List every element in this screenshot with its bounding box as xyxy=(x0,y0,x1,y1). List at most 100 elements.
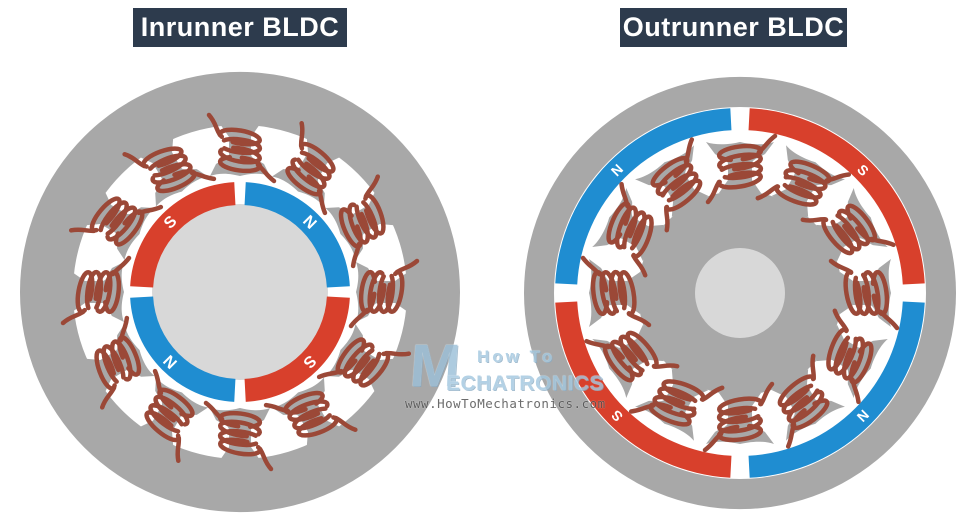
rotor-core xyxy=(152,204,328,380)
coil-lead-wire xyxy=(363,174,381,199)
stator-slot xyxy=(68,190,164,260)
stator-slot xyxy=(702,381,775,453)
stator-slot xyxy=(705,133,778,205)
coil-lead-wire xyxy=(348,307,370,329)
coil-lead-wire xyxy=(878,309,900,331)
coil-lead-wire xyxy=(68,227,97,234)
coil-lead-wire xyxy=(60,309,86,326)
coil-lead-wire xyxy=(584,338,611,350)
coil-lead-wire xyxy=(810,353,816,381)
magnet-arc-N xyxy=(748,301,925,478)
coil-winding xyxy=(316,337,412,388)
coil-lead-wire xyxy=(118,315,130,343)
coil-lead-wire xyxy=(110,255,132,277)
coil-winding xyxy=(702,381,775,453)
coil-winding xyxy=(606,181,654,278)
coil-lead-wire xyxy=(263,402,291,414)
coil-winding xyxy=(68,196,164,247)
coil-lead-wire xyxy=(99,385,117,410)
stator-slot xyxy=(800,188,896,262)
stator-slot xyxy=(580,255,652,328)
coil-winding xyxy=(800,203,896,256)
coil-lead-wire xyxy=(257,446,274,472)
coil-lead-wire xyxy=(136,204,164,216)
stator-slot xyxy=(771,353,845,449)
coil-lead-wire xyxy=(333,415,358,433)
coil-lead-wire xyxy=(316,368,344,380)
stator-slot xyxy=(203,400,274,472)
magnet-arc-S xyxy=(244,296,350,402)
coil-winding xyxy=(348,258,420,329)
stator-slot xyxy=(828,258,900,331)
coil-lead-wire xyxy=(700,385,725,402)
stator-slot xyxy=(755,145,852,217)
coil-winding xyxy=(285,120,336,216)
magnet-arc-N xyxy=(130,296,236,402)
coil-lead-wire xyxy=(383,350,412,357)
coil-winding xyxy=(828,258,900,331)
stator-slot xyxy=(60,255,132,326)
magnet-arc-N xyxy=(555,108,732,285)
coil-lead-wire xyxy=(785,422,797,449)
coil-lead-wire xyxy=(394,258,420,275)
coil-lead-wire xyxy=(664,205,670,233)
stator-slot xyxy=(584,324,680,398)
magnet-arc-N xyxy=(244,182,350,288)
stator-slot xyxy=(272,120,342,216)
coil-lead-wire xyxy=(758,381,775,407)
inrunner-title: Inrunner BLDC xyxy=(133,8,347,47)
coil-lead-wire xyxy=(800,217,828,223)
coil-winding xyxy=(263,390,358,438)
coil-lead-wire xyxy=(206,112,223,138)
coil-winding xyxy=(206,112,277,184)
coil-lead-wire xyxy=(832,308,849,333)
coil-lead-wire xyxy=(828,258,854,275)
stator-slot xyxy=(628,369,725,441)
coil-lead-wire xyxy=(350,241,362,269)
stator-slot xyxy=(84,315,155,410)
coil-winding xyxy=(203,400,274,472)
stator-slot xyxy=(316,324,412,394)
coil-winding xyxy=(705,133,778,205)
coil-lead-wire xyxy=(683,137,695,164)
magnet-arc-S xyxy=(748,108,925,285)
stator-slot xyxy=(592,181,664,278)
coil-lead-wire xyxy=(869,236,896,248)
coil-winding xyxy=(777,353,830,449)
coil-lead-wire xyxy=(626,311,652,328)
coil-winding xyxy=(755,159,852,207)
coil-lead-wire xyxy=(628,403,656,414)
stator-slot xyxy=(263,377,358,448)
coil-winding xyxy=(580,255,652,328)
coil-lead-wire xyxy=(152,368,164,396)
coil-lead-wire xyxy=(203,400,225,422)
coil-winding xyxy=(826,308,874,405)
shaft xyxy=(695,248,785,338)
coil-lead-wire xyxy=(255,162,277,184)
coil-lead-wire xyxy=(705,179,722,205)
stator-slot xyxy=(122,136,217,207)
coil-winding xyxy=(94,315,142,410)
stator-slot xyxy=(635,137,709,233)
coil-lead-wire xyxy=(702,431,724,453)
magnet-arc-S xyxy=(130,182,236,288)
coil-lead-wire xyxy=(756,133,778,155)
coil-lead-wire xyxy=(850,377,861,405)
coil-winding xyxy=(628,379,725,427)
outrunner-title: Outrunner BLDC xyxy=(620,8,847,47)
magnet-arc-S xyxy=(555,301,732,478)
coil-lead-wire xyxy=(122,151,147,169)
stator-slot xyxy=(138,368,208,464)
coil-lead-wire xyxy=(824,172,852,183)
stator-slot xyxy=(816,308,888,405)
coil-lead-wire xyxy=(316,188,328,216)
coil-lead-wire xyxy=(175,435,182,464)
coil-winding xyxy=(650,137,703,233)
coil-winding xyxy=(60,255,132,326)
coil-lead-wire xyxy=(652,363,680,369)
coil-winding xyxy=(338,174,386,269)
coil-winding xyxy=(584,330,680,383)
coil-lead-wire xyxy=(755,184,780,201)
